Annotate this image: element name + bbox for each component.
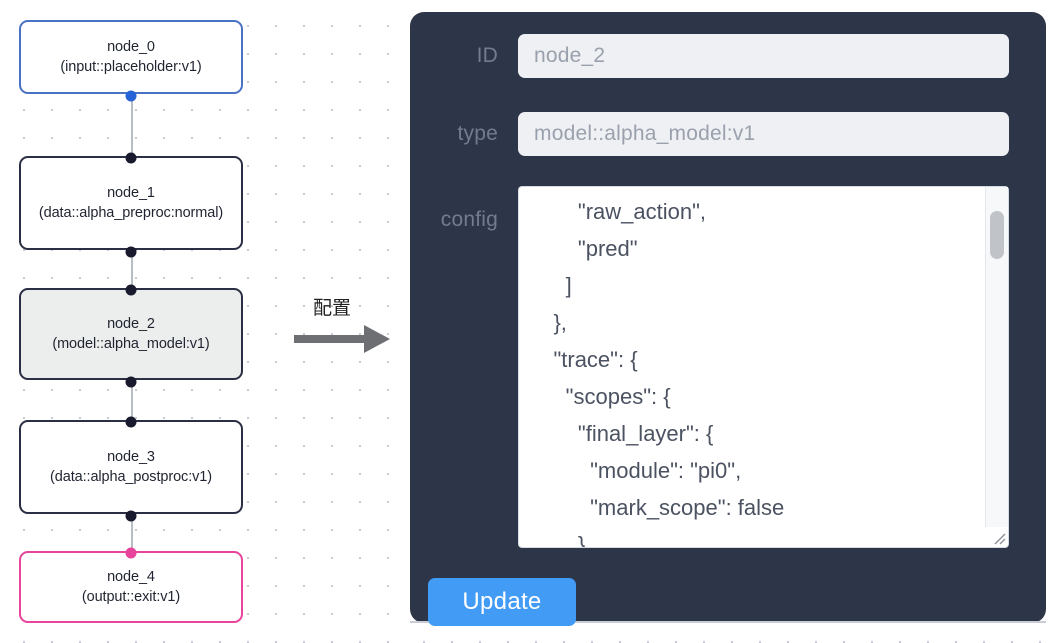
id-field-label: ID (476, 44, 498, 67)
graph-node-node_4[interactable]: node_4 (output::exit:v1) (19, 547, 243, 623)
graph-node-node_1-subtitle: (data::alpha_preproc:normal) (38, 205, 224, 221)
graph-node-node_4-title: node_4 (107, 569, 155, 585)
graph-node-node_1-handle-top[interactable] (125, 152, 137, 164)
config-field-label: config (440, 208, 498, 231)
resize-handle-icon[interactable] (987, 526, 1007, 546)
id-input[interactable] (518, 34, 1009, 78)
graph-node-node_0[interactable]: node_0 (input::placeholder:v1) (19, 20, 243, 102)
graph-node-node_2-subtitle: (model::alpha_model:v1) (52, 336, 210, 352)
edge-node0-node1 (130, 94, 133, 156)
graph-node-node_2[interactable]: node_2 (model::alpha_model:v1) (19, 284, 243, 388)
field-row-id: ID (410, 34, 1046, 78)
config-scrollbar[interactable] (985, 187, 1008, 527)
graph-node-node_3-handle-top[interactable] (125, 416, 137, 428)
edge-node2-node3 (130, 380, 133, 420)
config-editor-wrap: "raw_action", "pred" ] }, "trace": { "sc… (518, 186, 1009, 548)
flow-arrow-group: 配置 (292, 296, 397, 362)
graph-node-node_2-handle-bottom[interactable] (125, 376, 137, 388)
type-input[interactable] (518, 112, 1009, 156)
graph-node-node_3-handle-bottom[interactable] (125, 510, 137, 522)
arrow-right-icon (294, 325, 390, 353)
graph-node-node_0-title: node_0 (107, 39, 155, 55)
node-graph-canvas[interactable]: node_0 (input::placeholder:v1) node_1 (d… (0, 0, 400, 643)
graph-node-node_1-handle-bottom[interactable] (125, 246, 137, 258)
graph-node-node_1-title: node_1 (107, 185, 155, 201)
type-field-label: type (457, 122, 498, 145)
node-config-panel: ID type config "raw_action", "pred" ] },… (410, 12, 1046, 623)
graph-node-node_4-subtitle: (output::exit:v1) (81, 589, 181, 605)
graph-node-node_0-subtitle: (input::placeholder:v1) (60, 59, 202, 75)
graph-node-node_3[interactable]: node_3 (data::alpha_postproc:v1) (19, 416, 243, 522)
graph-node-node_1[interactable]: node_1 (data::alpha_preproc:normal) (19, 152, 243, 258)
config-textarea[interactable]: "raw_action", "pred" ] }, "trace": { "sc… (518, 186, 1009, 548)
config-scrollbar-thumb[interactable] (990, 211, 1004, 259)
field-row-config: config "raw_action", "pred" ] }, "trace"… (410, 186, 1046, 548)
flow-arrow-label: 配置 (312, 297, 351, 319)
graph-node-node_0-handle-bottom[interactable] (125, 90, 137, 102)
field-row-type: type (410, 112, 1046, 156)
edge-node1-node2 (130, 250, 133, 288)
graph-node-node_2-title: node_2 (107, 316, 155, 332)
graph-node-node_3-subtitle: (data::alpha_postproc:v1) (50, 469, 212, 485)
graph-node-node_4-handle-top[interactable] (125, 547, 137, 559)
graph-node-node_2-handle-top[interactable] (125, 284, 137, 296)
update-button[interactable]: Update (428, 578, 576, 626)
edge-node3-node4 (130, 514, 133, 551)
panel-bottom-divider (410, 621, 1046, 623)
graph-node-node_3-title: node_3 (107, 449, 155, 465)
